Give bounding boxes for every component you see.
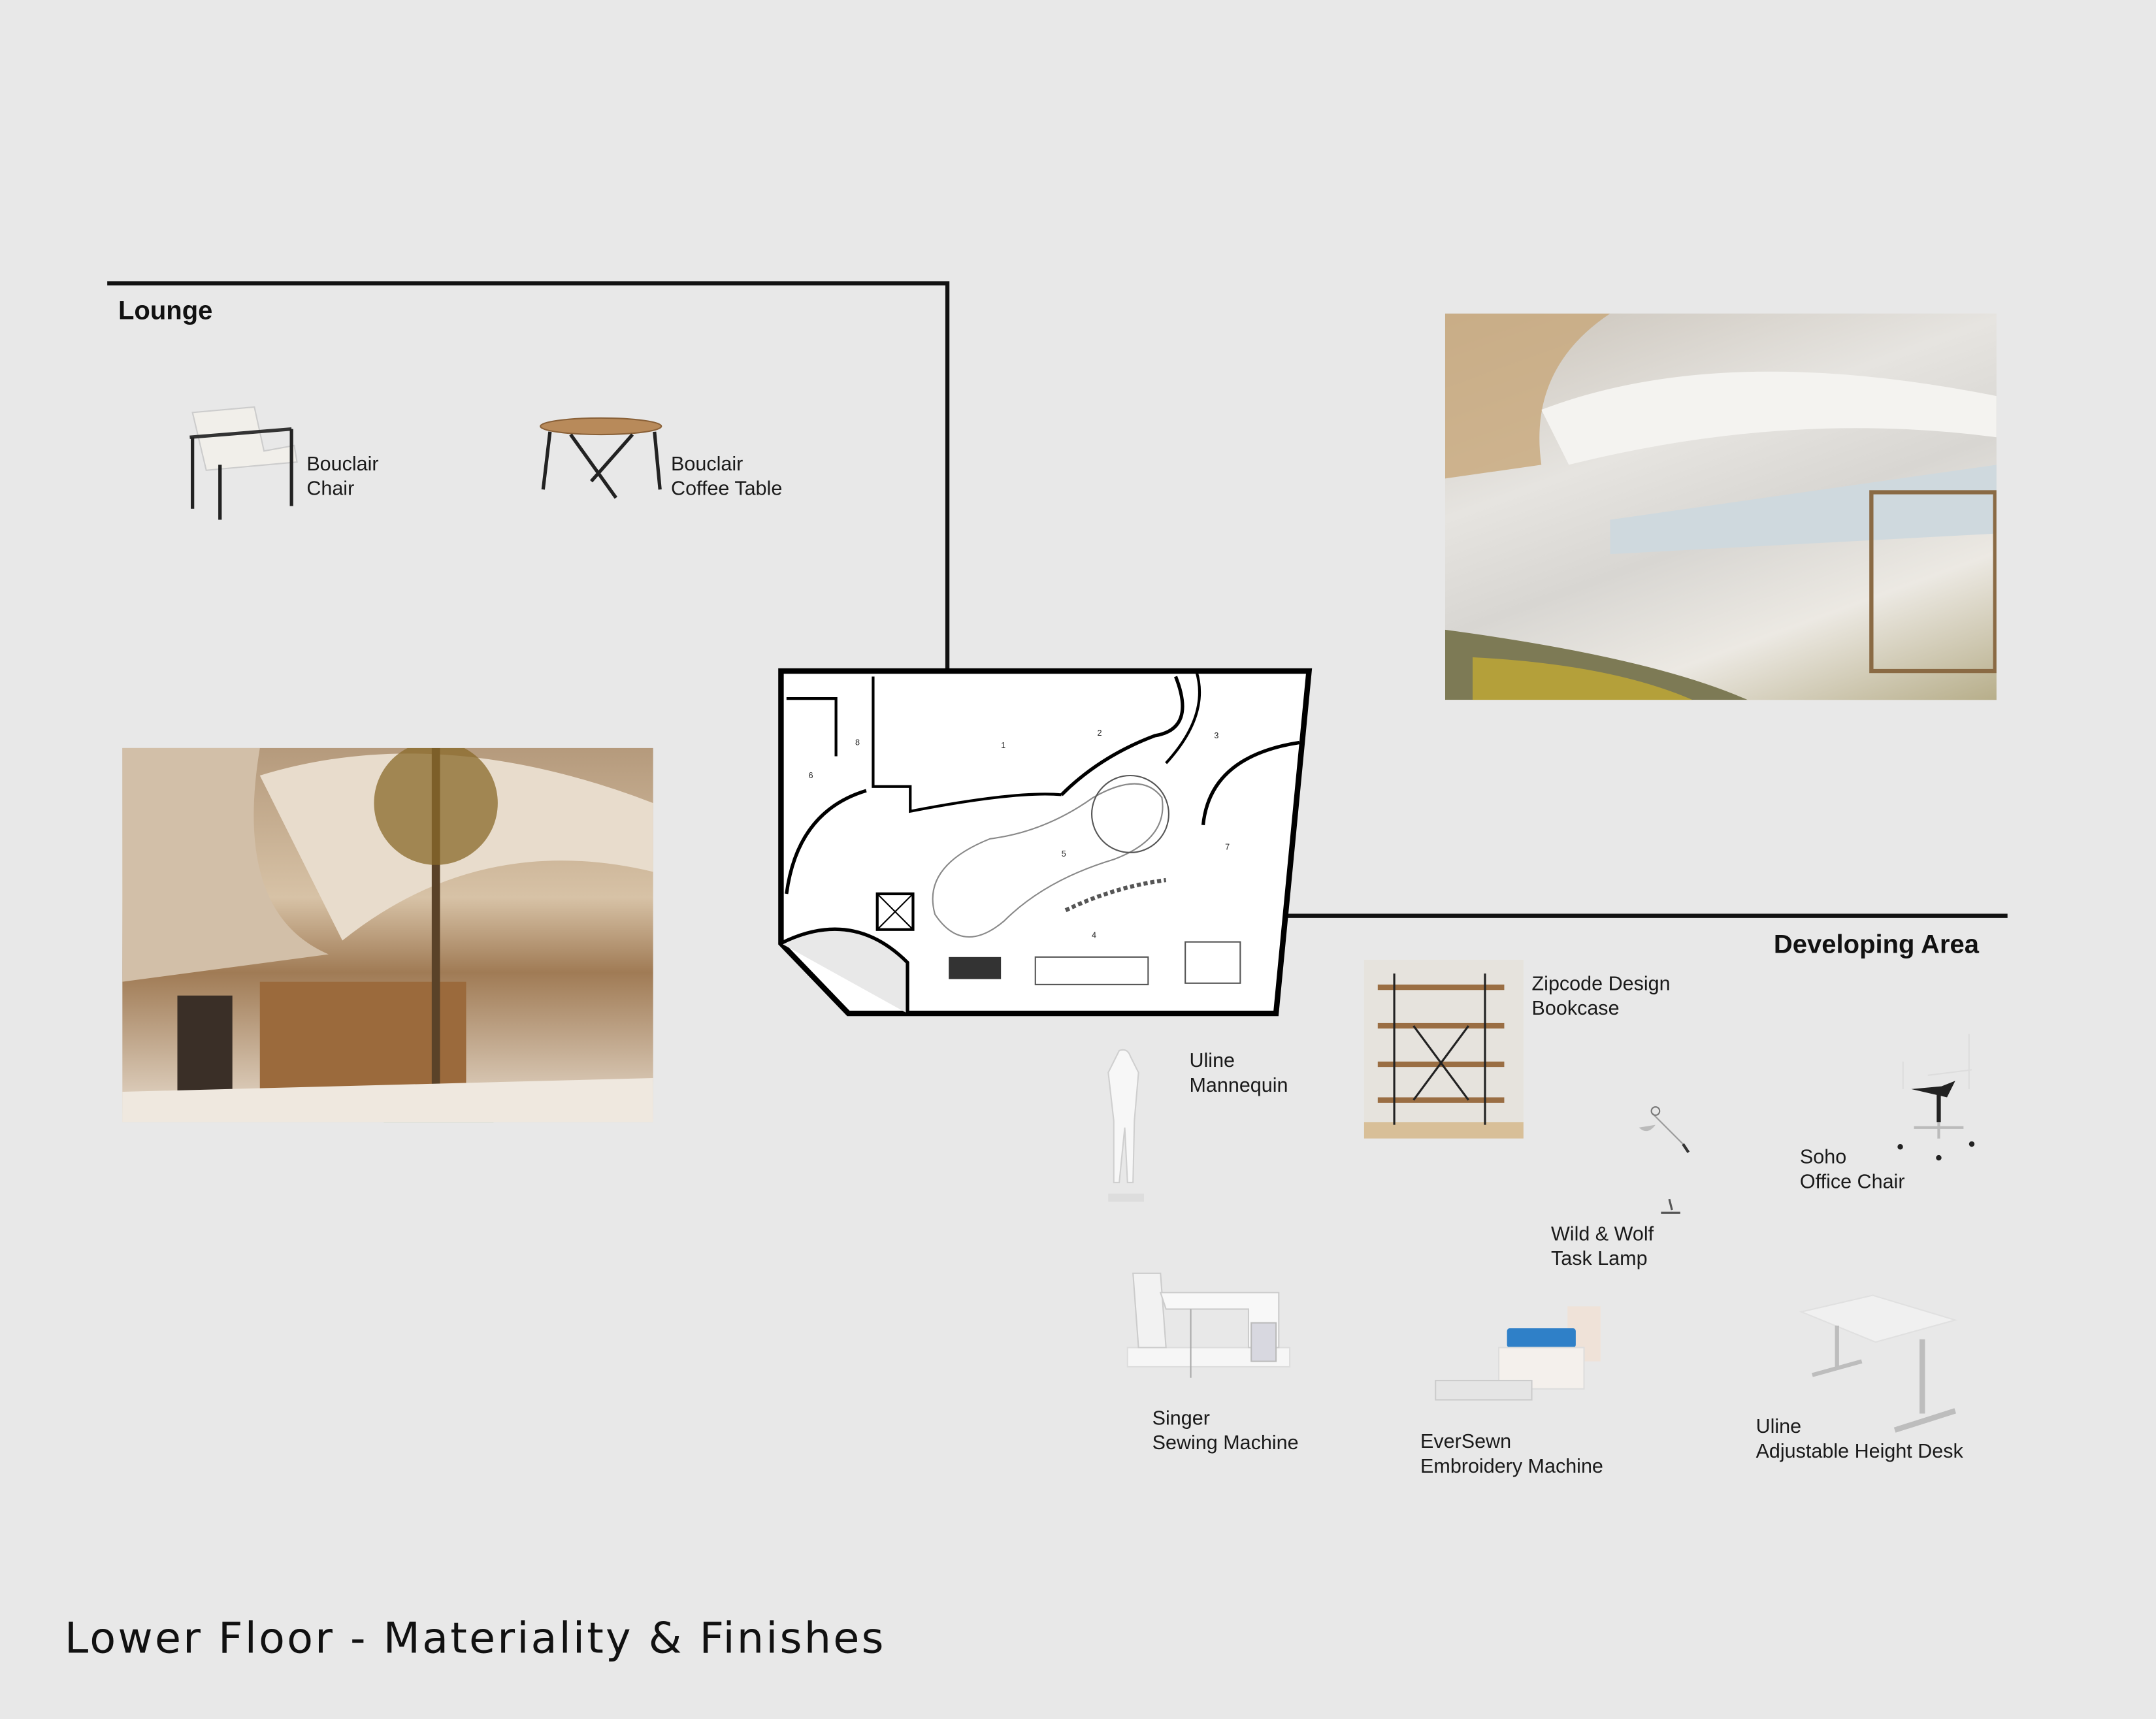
coffee-table-icon bbox=[540, 417, 662, 499]
embroidery-machine-icon bbox=[1435, 1306, 1601, 1401]
page-title: Lower Floor - Materiality & Finishes bbox=[64, 1614, 886, 1664]
svg-text:8: 8 bbox=[855, 738, 860, 747]
mannequin-icon bbox=[1107, 1049, 1145, 1202]
floor-plan: 1 2 3 4 5 6 7 8 bbox=[778, 668, 1313, 1017]
sewing-machine-icon bbox=[1126, 1272, 1291, 1378]
svg-text:5: 5 bbox=[1062, 849, 1066, 859]
svg-text:7: 7 bbox=[1225, 843, 1230, 852]
lounge-chair-icon bbox=[189, 406, 298, 520]
svg-text:4: 4 bbox=[1092, 930, 1096, 940]
svg-text:2: 2 bbox=[1097, 729, 1102, 738]
svg-text:3: 3 bbox=[1214, 731, 1218, 740]
task-lamp-icon bbox=[1639, 1106, 1690, 1214]
standing-desk-icon bbox=[1799, 1294, 1958, 1433]
lounge-heading: Lounge bbox=[118, 297, 213, 326]
lounge-render bbox=[122, 747, 653, 1122]
svg-text:6: 6 bbox=[809, 771, 813, 780]
developing-heading: Developing Area bbox=[1773, 930, 1980, 960]
developing-area-render bbox=[1445, 313, 1997, 700]
bookcase-icon bbox=[1364, 960, 1524, 1139]
office-chair-icon bbox=[1897, 1034, 1975, 1161]
svg-text:1: 1 bbox=[1001, 741, 1005, 750]
